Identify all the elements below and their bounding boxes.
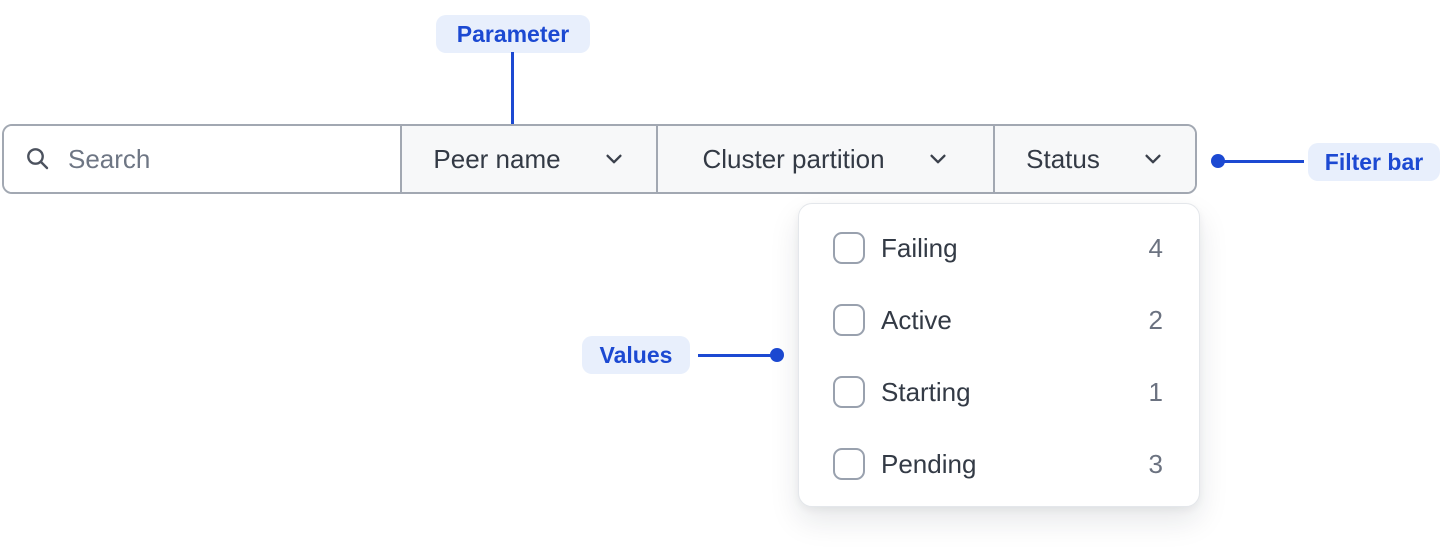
chevron-down-icon (929, 154, 946, 164)
filter-bar-callout: Filter bar (1308, 143, 1440, 181)
values-connector-line (698, 354, 772, 357)
parameter-callout: Parameter (436, 15, 590, 53)
filter-dropdown-status[interactable]: Status (993, 126, 1195, 192)
option-count: 4 (1148, 232, 1163, 263)
option-label: Pending (881, 448, 977, 479)
dropdown-label-peer-name: Peer name (433, 143, 561, 174)
filter-bar-connector-line (1218, 160, 1304, 163)
checkbox-pending[interactable] (833, 448, 865, 480)
status-dropdown-panel: Failing 4 Active 2 Starting 1 Pending 3 (798, 203, 1200, 507)
search-input[interactable] (68, 143, 400, 175)
option-label: Starting (881, 376, 971, 407)
filter-bar: Peer name Cluster partition Status (2, 124, 1197, 194)
option-count: 1 (1148, 376, 1163, 407)
option-count: 2 (1148, 304, 1163, 335)
search-icon (27, 148, 49, 170)
checkbox-active[interactable] (833, 304, 865, 336)
status-option-starting[interactable]: Starting 1 (799, 356, 1199, 428)
status-option-pending[interactable]: Pending 3 (799, 428, 1199, 500)
values-connector-dot (770, 348, 784, 362)
option-label: Active (881, 304, 952, 335)
search-section (4, 126, 400, 192)
parameter-connector-line (511, 52, 514, 142)
filter-dropdown-cluster-partition[interactable]: Cluster partition (656, 126, 993, 192)
checkbox-failing[interactable] (833, 232, 865, 264)
dropdown-label-status: Status (1026, 143, 1100, 174)
chevron-down-icon (1145, 154, 1161, 164)
dropdown-label-cluster-partition: Cluster partition (702, 143, 885, 174)
filter-dropdown-peer-name[interactable]: Peer name (400, 126, 656, 192)
option-label: Failing (881, 232, 958, 263)
checkbox-starting[interactable] (833, 376, 865, 408)
chevron-down-icon (605, 154, 622, 164)
values-callout: Values (582, 336, 690, 374)
status-option-failing[interactable]: Failing 4 (799, 212, 1199, 284)
option-count: 3 (1148, 448, 1163, 479)
status-option-active[interactable]: Active 2 (799, 284, 1199, 356)
